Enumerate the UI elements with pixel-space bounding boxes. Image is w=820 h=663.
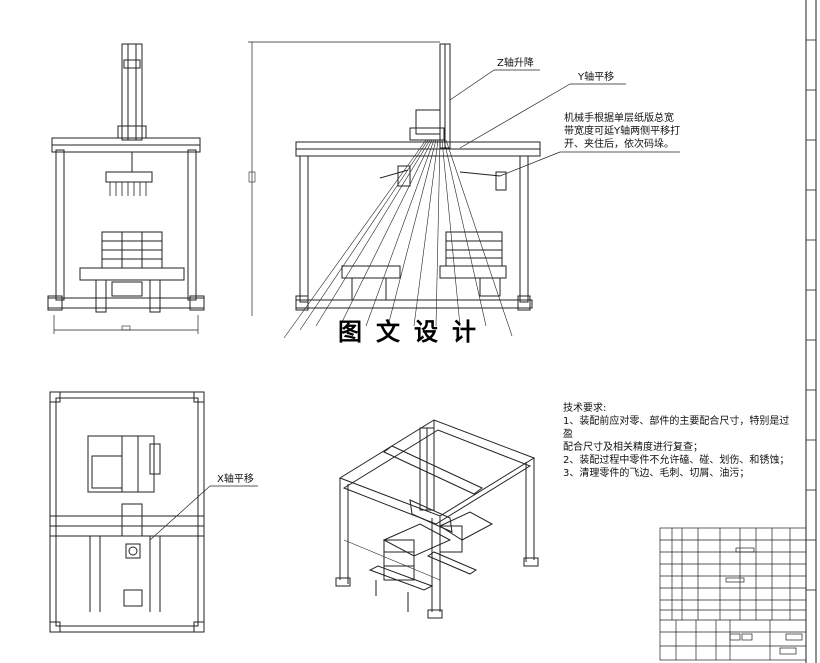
tech-requirement-line-1: 1、装配前应对零、部件的主要配合尺寸，特别是过盈 xyxy=(563,416,790,440)
title-block xyxy=(659,527,807,661)
z-axis-label: Z轴升降 xyxy=(497,58,534,69)
watermark-text: 图文设计 xyxy=(338,317,490,346)
isometric-view xyxy=(335,419,539,619)
tech-requirements: 技术要求: 1、装配前应对零、部件的主要配合尺寸，特别是过盈 配合尺寸及相关精度… xyxy=(563,402,799,480)
tech-requirement-line-4: 3、清理零件的飞边、毛刺、切屑、油污； xyxy=(563,468,750,479)
top-view xyxy=(49,391,258,633)
y-axis-label: Y轴平移 xyxy=(578,72,615,83)
y-axis-note-line-2: 带宽度可延Y轴两侧平移打 xyxy=(564,126,681,137)
x-axis-label: X轴平移 xyxy=(217,474,254,485)
front-view xyxy=(47,43,205,334)
y-axis-note-line-1: 机械手根据单层纸版总宽 xyxy=(564,113,674,124)
tech-requirement-line-2: 配合尺寸及相关精度进行复查； xyxy=(563,442,703,453)
side-view xyxy=(248,41,680,339)
sheet-border-strip xyxy=(805,0,817,663)
y-axis-note-line-3: 开、夹住后，依次码垛。 xyxy=(564,139,674,150)
tech-requirement-line-3: 2、装配过程中零件不允许磕、碰、划伤、和锈蚀； xyxy=(563,455,790,466)
tech-requirements-title: 技术要求: xyxy=(563,403,607,414)
